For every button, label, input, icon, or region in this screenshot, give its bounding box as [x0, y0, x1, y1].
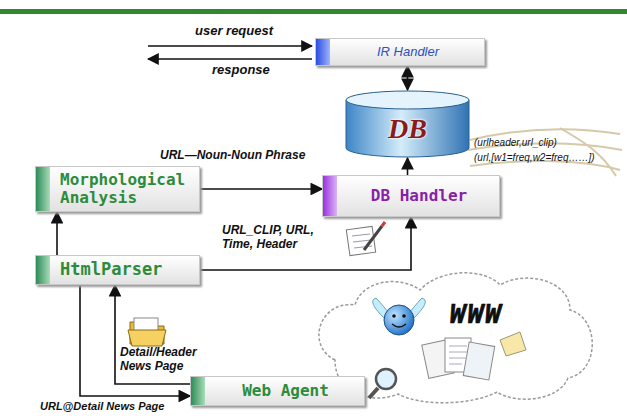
- request-arrow: [148, 45, 312, 47]
- www-title: WWW: [450, 300, 503, 330]
- database-cylinder: DB: [345, 90, 470, 158]
- document-pages: [422, 332, 526, 380]
- color-tab: [191, 377, 205, 405]
- flow-arrow: [407, 158, 409, 175]
- database-label: DB: [388, 113, 427, 145]
- box-label: Morphological Analysis: [60, 171, 191, 208]
- box-label: HtmlParser: [60, 260, 162, 280]
- color-tab: [316, 39, 330, 65]
- box-label: DB Handler: [371, 187, 467, 205]
- flow-label: Detail/Header News Page: [120, 346, 212, 374]
- flow-arrow: [80, 285, 190, 396]
- flow-label: (urlheader,url_clip): [474, 137, 557, 149]
- color-tab: [323, 176, 337, 216]
- flow-label: user request: [195, 24, 273, 39]
- flow-arrow: [407, 66, 409, 90]
- flow-label: (url,[w1=freq,w2=freq……]): [474, 152, 595, 164]
- folder-icon: [128, 318, 166, 346]
- notepad-icon: [346, 222, 385, 256]
- flow-label: URL—Noun-Noun Phrase: [160, 149, 305, 163]
- flow-arrow: [200, 188, 322, 190]
- flow-label: URL_CLIP, URL, Time, Header: [222, 224, 344, 252]
- process-box: HtmlParser: [35, 255, 200, 285]
- process-box: IR Handler: [315, 38, 485, 66]
- process-box: Morphological Analysis: [35, 166, 200, 212]
- magnifier-icon: [369, 369, 396, 398]
- process-box: Web Agent: [190, 376, 365, 406]
- color-tab: [36, 167, 50, 211]
- flow-arrow: [200, 217, 411, 270]
- flow-label: URL@Detail News Page: [40, 400, 164, 413]
- box-label: IR Handler: [377, 45, 439, 60]
- scribble-decoration: [468, 128, 622, 176]
- flow-label: response: [212, 63, 270, 78]
- cylinder-top: [346, 91, 469, 109]
- box-label: Web Agent: [242, 382, 329, 400]
- response-arrow: [148, 58, 312, 60]
- header-bar: [0, 9, 627, 14]
- color-tab: [36, 256, 50, 284]
- process-box: DB Handler: [322, 175, 500, 217]
- globe-figure: [373, 298, 426, 335]
- flow-arrow: [56, 212, 58, 255]
